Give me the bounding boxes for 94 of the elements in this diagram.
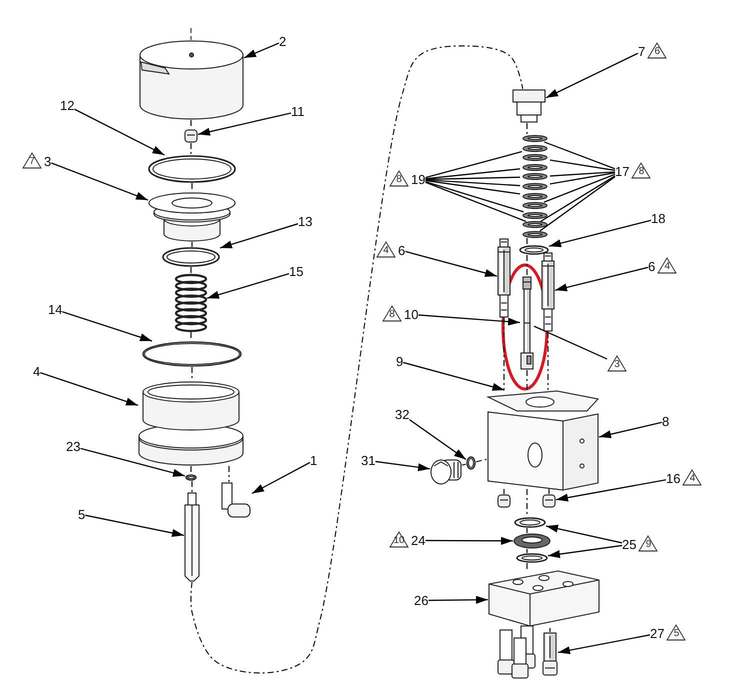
center-line [526, 528, 528, 534]
leader-line [418, 314, 520, 326]
leader-line [556, 479, 666, 502]
leader-line [425, 168, 520, 180]
leader-line [558, 634, 650, 654]
note-flag: 8 [389, 170, 409, 187]
callout-number: 7 [638, 44, 646, 59]
leader-line [74, 108, 165, 156]
center-line [190, 45, 524, 674]
leader-line [220, 223, 298, 249]
leader-line [550, 171, 616, 177]
callout-number: 27 [650, 626, 664, 641]
callout-number: 24 [411, 533, 426, 548]
center-line [526, 122, 528, 136]
leader-line [80, 448, 186, 477]
leader-line [62, 311, 152, 342]
leader-line [244, 42, 280, 58]
callout-number: 15 [289, 264, 304, 279]
leader-line [425, 536, 513, 545]
note-flag: 3 [607, 355, 627, 372]
callout-number: 6 [648, 259, 656, 274]
leader-line [425, 151, 522, 178]
leader-line [534, 326, 608, 360]
callout-number: 31 [361, 453, 376, 468]
leader-line [546, 524, 622, 544]
note-flag: 8 [382, 305, 402, 322]
leader-line [405, 250, 498, 277]
leader-line [540, 175, 616, 222]
leader-line [598, 422, 662, 438]
leader-line [425, 180, 520, 195]
leader-line [544, 174, 616, 203]
leader-line [409, 419, 466, 460]
callout-number: 18 [651, 211, 666, 226]
note-flag: 8 [631, 162, 652, 179]
leader-line [546, 52, 638, 98]
leader-line [544, 141, 616, 170]
callout-number: 17 [615, 164, 630, 179]
center-line [526, 370, 528, 390]
callout-number: 23 [66, 439, 80, 454]
leader-line [51, 162, 148, 201]
callout-number: 3 [44, 154, 52, 169]
callout-number: 13 [298, 214, 312, 229]
callout-number: 14 [48, 302, 62, 317]
center-line [526, 548, 528, 554]
leader-line [198, 112, 292, 136]
callout-number: 6 [398, 243, 406, 258]
callout-number: 19 [411, 172, 426, 187]
leader-line [425, 182, 526, 222]
center-line [190, 266, 192, 274]
callout-number: 5 [78, 507, 86, 522]
center-line [462, 464, 466, 466]
note-flag: 4 [376, 241, 396, 258]
center-line [526, 562, 528, 570]
leader-line [375, 460, 430, 472]
callout-number: 11 [291, 104, 304, 119]
callout-number: 2 [279, 34, 286, 49]
leader-line [548, 544, 622, 558]
center-line [190, 142, 192, 156]
callout-number: 16 [666, 471, 680, 486]
note-flag: 5 [666, 624, 686, 641]
callout-number: 32 [395, 407, 410, 422]
callout-number: 25 [622, 537, 636, 552]
callout-number: 8 [662, 414, 670, 429]
leader-line [548, 220, 652, 248]
center-line [190, 466, 192, 474]
leader-line [425, 179, 520, 186]
leader-line [403, 362, 505, 391]
center-line [476, 458, 488, 462]
leader-line [550, 159, 616, 171]
leader-line [425, 181, 524, 212]
callout-number: 12 [60, 98, 74, 113]
leader-line [40, 372, 138, 406]
center-line [526, 238, 528, 246]
callout-number: 4 [33, 364, 40, 379]
leader-line [206, 273, 290, 299]
callout-number: 10 [404, 307, 418, 322]
leader-line [550, 172, 616, 185]
callout-number: 26 [414, 593, 428, 608]
callout-number: 1 [310, 453, 318, 468]
leader-line [425, 176, 520, 180]
leader-line [554, 266, 648, 292]
leader-line [428, 596, 488, 604]
center-line [526, 254, 528, 276]
note-flag: 6 [647, 42, 668, 59]
leader-line [540, 176, 616, 232]
note-flag: 7 [22, 152, 42, 169]
note-flag: 9 [638, 535, 658, 552]
leader-line [252, 462, 310, 494]
center-line [548, 488, 550, 494]
center-line [228, 466, 230, 482]
note-flag: 4 [682, 469, 702, 486]
leader-line [85, 514, 184, 537]
note-flag: 4 [657, 257, 678, 274]
callout-number: 9 [396, 354, 404, 369]
